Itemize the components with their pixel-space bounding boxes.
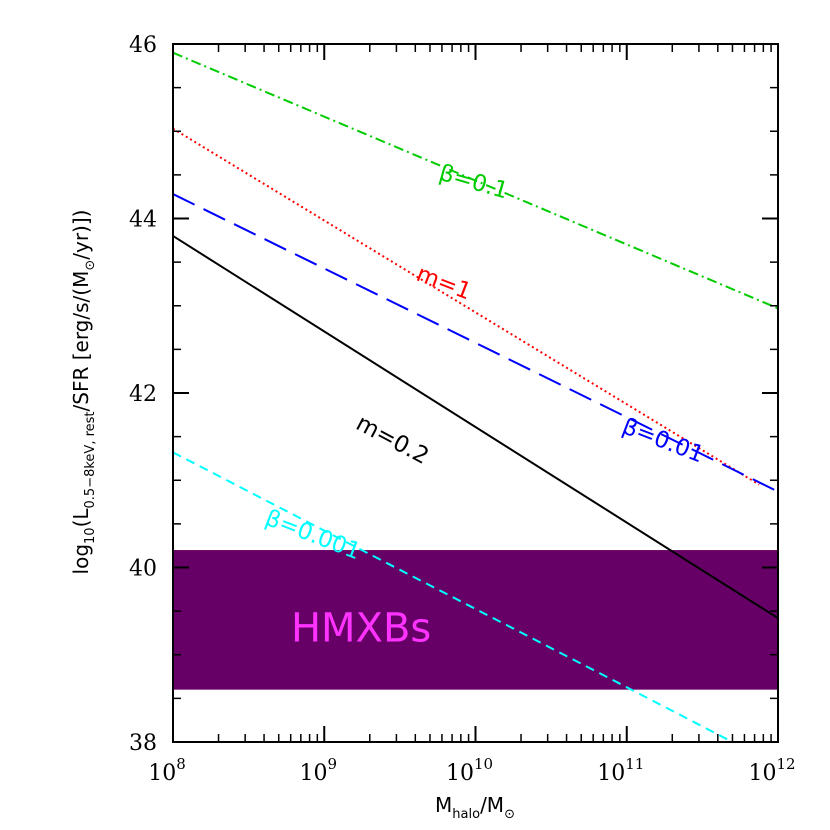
x-tick-label: 1010 xyxy=(446,755,493,786)
y-tick-label: 38 xyxy=(129,731,157,756)
series-line-3 xyxy=(172,235,779,619)
x-tick-label: 1011 xyxy=(597,755,644,786)
y-tick-label: 42 xyxy=(129,382,157,407)
series-label-3: m=0.2 xyxy=(352,410,433,470)
x-tick-label: 1012 xyxy=(748,755,795,786)
band-label: HMXBs xyxy=(291,606,431,652)
x-tick-label: 108 xyxy=(148,755,186,786)
y-tick-label: 46 xyxy=(129,33,157,58)
hmxb-band xyxy=(173,550,778,690)
y-tick-label: 44 xyxy=(129,208,157,233)
series-lines-layer xyxy=(172,51,779,743)
series-label-2: β=0.01 xyxy=(619,414,708,469)
x-axis-label-text: Mhalo/M⊙ xyxy=(435,793,515,822)
y-tick-label: 40 xyxy=(129,557,157,582)
series-labels-layer: β=0.1m=1β=0.01m=0.2β=0.001 xyxy=(262,160,708,565)
axes-layer xyxy=(172,43,779,743)
tick-labels-layer: 108 109 1010 1011 1012 38 40 42 44 46 xyxy=(129,33,796,786)
x-axis-label: Mhalo/M⊙ xyxy=(435,793,515,822)
y-axis-label: log10(L0.5−8keV, rest/SFR [erg/s/(M⊙/yr)… xyxy=(69,210,98,575)
x-tick-label: 109 xyxy=(299,755,337,786)
hmxb-band-layer xyxy=(173,550,778,690)
y-axis-label-text: log10(L0.5−8keV, rest/SFR [erg/s/(M⊙/yr)… xyxy=(69,210,98,575)
series-line-1 xyxy=(172,127,760,486)
series-line-2 xyxy=(172,193,779,493)
series-line-4 xyxy=(172,451,733,743)
series-label-0: β=0.1 xyxy=(436,160,511,204)
series-line-0 xyxy=(172,51,779,310)
series-label-1: m=1 xyxy=(413,261,475,305)
